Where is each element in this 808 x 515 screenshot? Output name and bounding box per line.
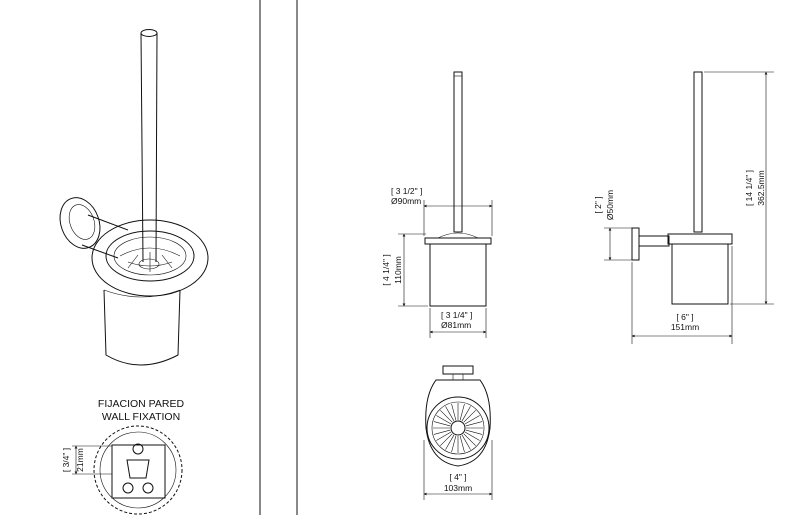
wall-fixation-detail: [ 3/4" ] 21mm	[61, 425, 183, 515]
fixation-height-in: [ 3/4" ]	[61, 448, 71, 472]
front-view: [ 3 1/2" ] Ø90mm [ 3 1/4" ] Ø81mm [ 4 1/…	[381, 71, 493, 338]
caption-es: FIJACION PARED	[98, 398, 185, 410]
grille-spoke	[459, 435, 465, 453]
cup-height-mm: 110mm	[393, 256, 403, 284]
cup-height-in: [ 4 1/4" ]	[381, 254, 391, 285]
grille-spoke	[440, 410, 453, 423]
grille-spoke	[461, 406, 471, 422]
flange-diameter-mm: Ø50mm	[605, 190, 615, 220]
grille-spoke	[464, 431, 480, 441]
grille-spoke	[445, 406, 455, 422]
grille-spoke	[451, 403, 457, 421]
total-height-in: [ 14 1/4" ]	[744, 170, 754, 206]
grille-spoke	[451, 435, 457, 453]
projection-in: [ 6" ]	[676, 312, 693, 322]
grille-spoke	[436, 415, 452, 425]
cup-diameter-mm: Ø90mm	[391, 196, 421, 206]
grille-spoke	[445, 434, 455, 450]
grille-spoke	[461, 434, 471, 450]
grille-spoke	[463, 433, 476, 446]
grille-spoke	[463, 410, 476, 423]
projection-mm: 151mm	[671, 322, 699, 332]
top-width-in: [ 4" ]	[449, 472, 466, 482]
grille-spoke	[433, 421, 451, 427]
grille-spoke	[465, 421, 483, 427]
total-height-mm: 362.5mm	[756, 170, 766, 205]
grille-spoke	[459, 403, 465, 421]
grille-spoke	[436, 431, 452, 441]
perspective-view	[59, 29, 209, 366]
grille-spoke	[465, 429, 483, 435]
fixation-height-mm: 21mm	[75, 448, 85, 472]
caption-en: WALL FIXATION	[102, 411, 180, 423]
side-view: [ 2" ] Ø50mm [ 14 1/4" ] 362.5mm [ 6" ] …	[593, 71, 774, 344]
top-view: [ 4" ] 103mm	[423, 365, 493, 500]
base-diameter-mm: Ø81mm	[441, 320, 471, 330]
base-diameter-in: [ 3 1/4" ]	[441, 310, 472, 320]
grille-spoke	[440, 433, 453, 446]
grille-spoke	[433, 429, 451, 435]
grille-spoke	[464, 415, 480, 425]
flange-diameter-in: [ 2" ]	[593, 196, 603, 213]
cup-diameter-in: [ 3 1/2" ]	[391, 186, 422, 196]
top-width-mm: 103mm	[444, 483, 472, 493]
